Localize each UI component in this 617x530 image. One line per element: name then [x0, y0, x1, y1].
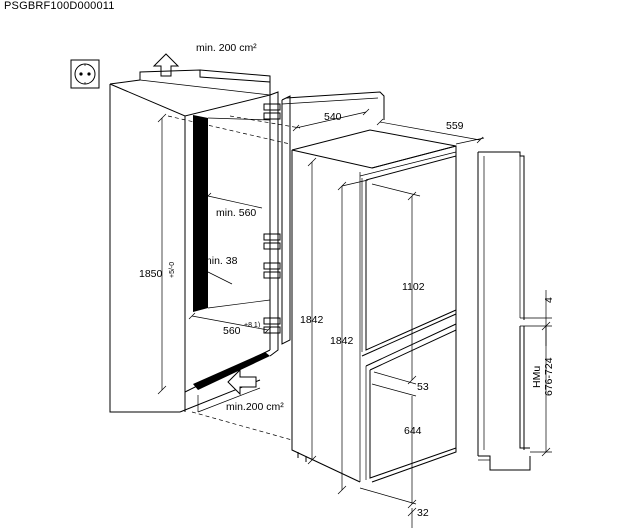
hinge-top — [263, 103, 281, 120]
width-540-label: 540 — [324, 111, 342, 123]
vent-bottom-label: min.200 cm² — [226, 401, 284, 413]
hinge-mid-1 — [263, 233, 281, 250]
dim-width-540 — [292, 108, 370, 132]
dim-min-38 — [199, 267, 233, 285]
door-height-upper-label: 1102 — [402, 281, 425, 293]
side-4-label: 4 — [543, 297, 555, 303]
appliance-height-2-label: 1842 — [330, 335, 354, 347]
dim-niche-width — [188, 312, 272, 334]
appliance-body — [291, 129, 457, 483]
hinge-bottom — [263, 317, 281, 334]
vent-top-label: min. 200 cm² — [196, 42, 257, 54]
depth-min-560-label: min. 560 — [216, 207, 256, 219]
airflow-up-arrow-icon — [152, 53, 180, 77]
side-hmu-label: HMu — [531, 366, 543, 388]
depth-559-label: 559 — [446, 120, 464, 132]
dim-height-1842-a — [307, 157, 317, 465]
dim-niche-height — [157, 113, 167, 395]
side-hmu-range-label: 676-724 — [543, 357, 555, 396]
gap-53-label: 53 — [417, 381, 429, 393]
niche-height-tolerance: +5/-0 — [169, 262, 176, 278]
dim-depth-559 — [376, 118, 485, 145]
door-height-lower-label: 644 — [404, 425, 422, 437]
cabinet-door — [281, 91, 385, 345]
dim-gap-53 — [371, 371, 417, 397]
niche-width-label: 560 — [223, 325, 241, 337]
dim-side-hmu — [530, 321, 552, 457]
dim-height-1842-b — [337, 179, 369, 495]
niche-width-tolerance: +8 1) — [244, 322, 260, 329]
side-view — [477, 151, 531, 471]
cabinet-niche — [109, 69, 279, 413]
dim-door-upper — [371, 183, 421, 385]
projection-lines — [167, 115, 301, 441]
dim-door-lower — [407, 396, 417, 509]
bottom-32-label: 32 — [417, 507, 429, 519]
power-socket-icon — [70, 59, 100, 89]
niche-height-label: 1850 — [139, 268, 163, 280]
dim-bottom-32 — [359, 487, 417, 528]
appliance-height-1-label: 1842 — [300, 314, 324, 326]
min-38-label: min. 38 — [203, 255, 238, 267]
document-code: PSGBRF100D000011 — [4, 0, 115, 12]
dim-min-560 — [204, 192, 263, 209]
airflow-in-arrow-icon — [227, 368, 257, 396]
hinge-mid-2 — [263, 262, 281, 279]
